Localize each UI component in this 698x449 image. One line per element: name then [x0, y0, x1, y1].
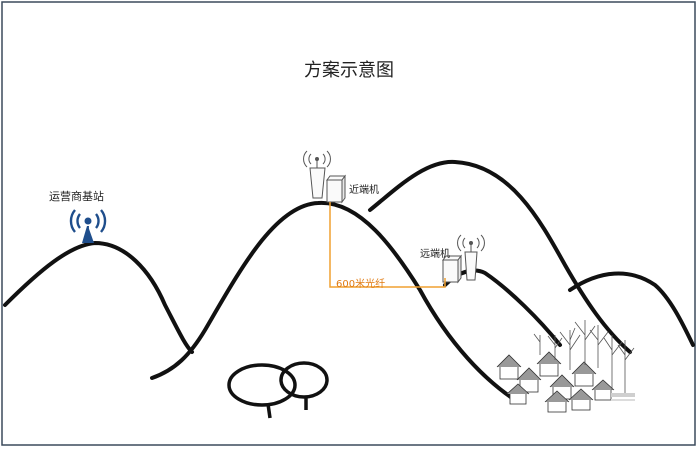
- hill-small: [443, 268, 562, 347]
- near-end-unit: [303, 150, 346, 204]
- fiber-line: [329, 202, 446, 288]
- tree-left-trunk: [266, 403, 272, 419]
- house: [591, 379, 615, 401]
- fiber-length-label: 600米光纤: [336, 279, 386, 290]
- watermark-logo: [611, 393, 635, 401]
- cell-tower-icon: [69, 209, 107, 243]
- house: [536, 351, 562, 377]
- mountain-center: [150, 200, 517, 402]
- tree-right-crown: [279, 361, 329, 399]
- mountain-left: [3, 241, 194, 354]
- trees: [227, 361, 329, 419]
- near-end-label: 近端机: [349, 185, 379, 196]
- house: [516, 367, 542, 393]
- bare-trees: [533, 320, 635, 395]
- far-end-unit: [442, 234, 485, 284]
- house: [496, 354, 522, 380]
- house: [506, 383, 530, 405]
- house: [571, 361, 597, 387]
- far-end-box: [442, 254, 462, 284]
- near-end-box: [326, 174, 346, 204]
- antenna-icon: [303, 150, 331, 199]
- diagram-title: 方案示意图: [304, 60, 394, 81]
- far-end-label: 远端机: [420, 249, 450, 260]
- house: [568, 388, 594, 411]
- village: [496, 320, 635, 413]
- antenna-icon: [457, 234, 485, 281]
- tree-left-crown: [227, 363, 297, 407]
- base-station-label: 运营商基站: [49, 190, 104, 203]
- mountain-right: [368, 159, 632, 354]
- house: [544, 390, 570, 413]
- mountain-far-right: [568, 271, 695, 347]
